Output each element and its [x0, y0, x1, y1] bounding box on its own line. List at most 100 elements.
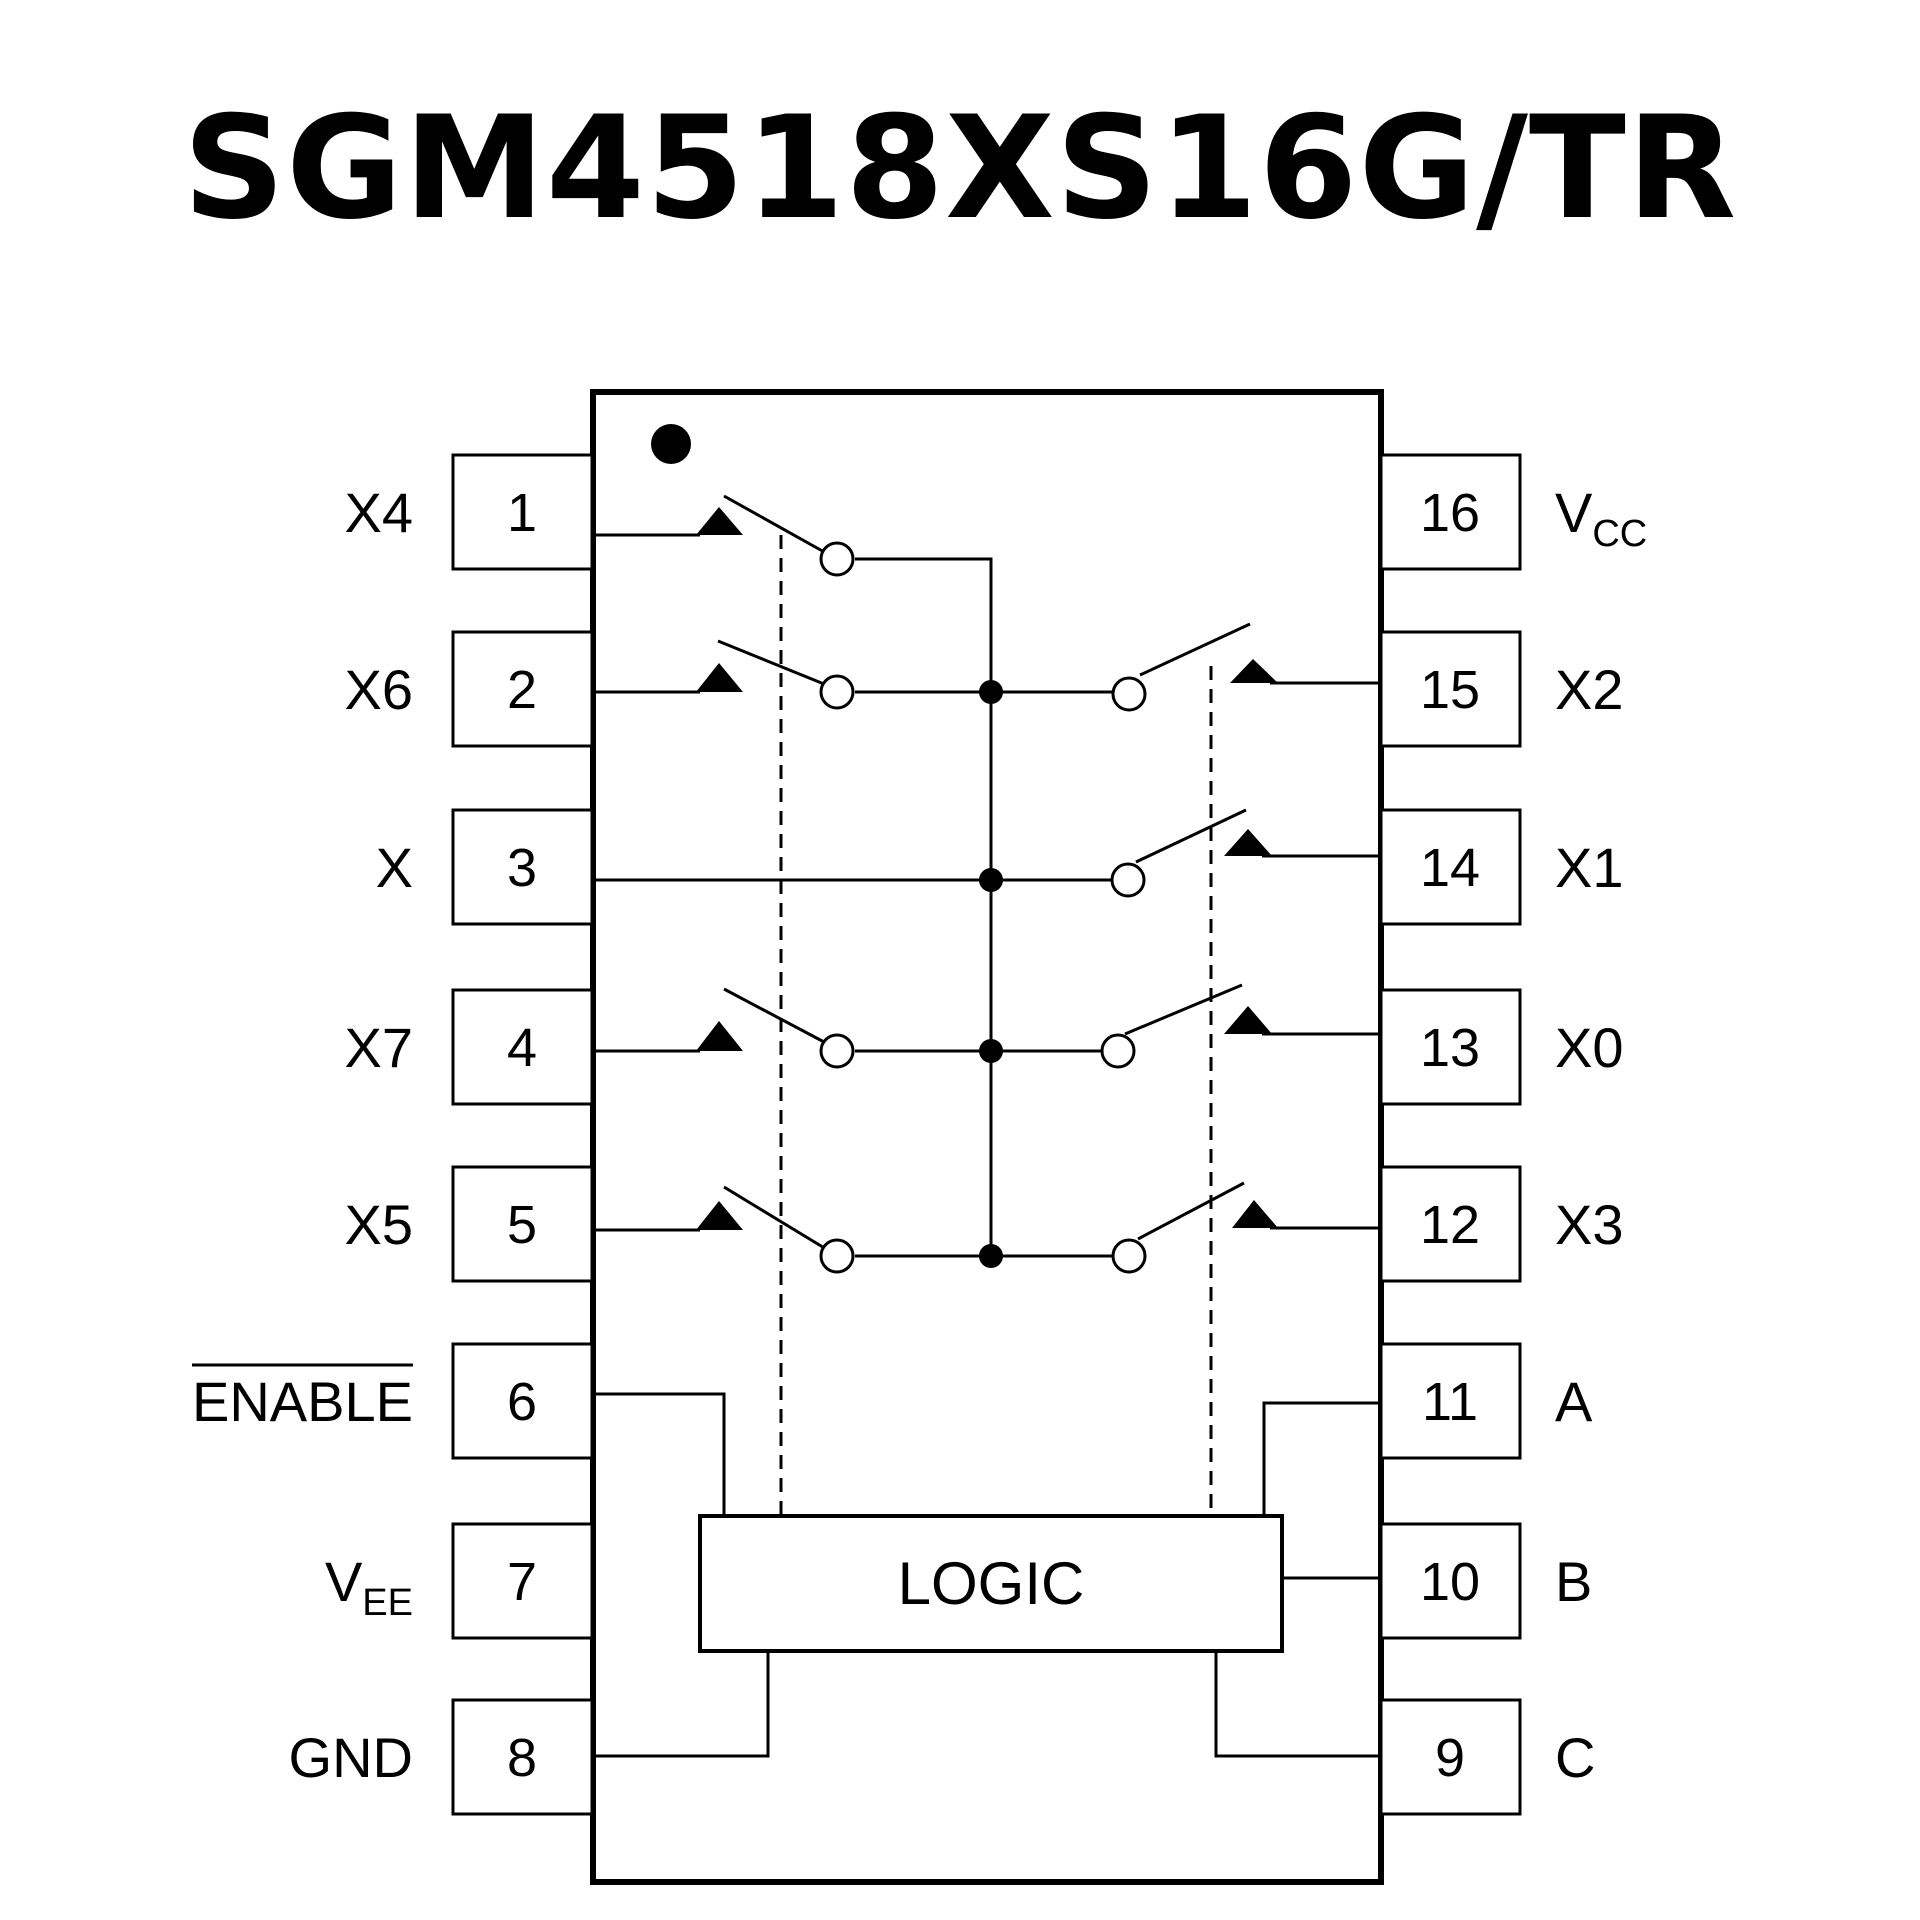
switch-hinge [1111, 676, 1147, 712]
pin-box [1379, 1698, 1522, 1816]
pin-name: X7 [345, 1016, 414, 1079]
pin-number: 7 [507, 1552, 537, 1612]
switch-hinge [1100, 1033, 1136, 1069]
switch-contact-icon [696, 507, 743, 535]
switch-x1 [1110, 808, 1272, 898]
switch-x3 [1111, 1181, 1278, 1274]
pin-number: 5 [507, 1195, 537, 1255]
pin-number: 1 [507, 483, 537, 543]
internal-wiring [596, 494, 1378, 1758]
pin-7: 7 VEE [325, 1522, 594, 1640]
switch-contact-icon [1224, 1006, 1272, 1034]
pin-10: 10 B [1379, 1522, 1592, 1640]
pin-15: 15 X2 [1379, 630, 1624, 748]
switch-contact-icon [696, 663, 743, 692]
pin-name-main: X0 [1555, 1016, 1624, 1079]
pin-name-main: X1 [1555, 836, 1624, 899]
pin-number: 16 [1420, 483, 1480, 543]
a-input-wire [1262, 1401, 1378, 1516]
pin-name: C [1555, 1726, 1595, 1789]
pin-name-subscript: CC [1592, 513, 1647, 555]
pin-name: X6 [345, 658, 414, 721]
pin-box [451, 1698, 594, 1816]
pin-name-subscript: EE [362, 1582, 413, 1624]
switch-arm [723, 1185, 827, 1251]
pin-6: 6 ENABLE [192, 1342, 594, 1460]
switch-x2 [1111, 622, 1278, 712]
switch-x0 [1100, 983, 1272, 1069]
pin-number: 15 [1420, 660, 1480, 720]
pin-name-main: X7 [345, 1016, 414, 1079]
pin-name: VCC [1555, 481, 1647, 555]
switch-contact-icon [1232, 1200, 1278, 1228]
switch-arm [1124, 983, 1243, 1036]
pin-name-main: X2 [1555, 658, 1624, 721]
pin-number: 12 [1420, 1195, 1480, 1255]
switch-arm [723, 987, 827, 1045]
pin1-orientation-dot [651, 424, 691, 464]
pin-box [451, 1522, 594, 1640]
pin-name-main: V [1555, 481, 1593, 544]
pin-name-main: X6 [345, 658, 414, 721]
pin-number: 8 [507, 1728, 537, 1788]
pin-1: 1 X4 [345, 453, 594, 571]
pin-12: 12 X3 [1379, 1165, 1624, 1283]
logic-block [698, 1514, 1284, 1653]
pin-name: VEE [325, 1550, 413, 1624]
pin-box [1379, 1522, 1522, 1640]
switch-x7 [696, 987, 855, 1069]
switch-x5 [696, 1185, 855, 1274]
pin-box [1379, 1165, 1522, 1283]
pin-name-main: X3 [1555, 1193, 1624, 1256]
switch-contact-icon [696, 1021, 743, 1051]
pin-box [451, 808, 594, 926]
pin-number: 6 [507, 1372, 537, 1432]
pin-number: 13 [1420, 1018, 1480, 1078]
pin-name: X0 [1555, 1016, 1624, 1079]
pin-name-main: X5 [345, 1193, 414, 1256]
pin-box [451, 630, 594, 748]
junction-dot [979, 1039, 1003, 1063]
pin-name-main: GND [289, 1726, 413, 1789]
pin-4: 4 X7 [345, 988, 594, 1106]
switch-contact-icon [1230, 659, 1278, 683]
pin-box [1379, 630, 1522, 748]
pin-name: X3 [1555, 1193, 1624, 1256]
common-bus-top [855, 557, 993, 1256]
pin-box [451, 453, 594, 571]
switch-arm [1139, 622, 1251, 677]
switch-x6 [696, 639, 855, 710]
switch-arm [1137, 1181, 1245, 1241]
gnd-wire [596, 1651, 770, 1758]
pin-name: X4 [345, 481, 414, 544]
pin-number: 3 [507, 838, 537, 898]
junction-dot [979, 680, 1003, 704]
pin-number: 10 [1420, 1552, 1480, 1612]
pin-5: 5 X5 [345, 1165, 594, 1283]
pin-name-main: ENABLE [192, 1370, 413, 1433]
pin-name: ENABLE [192, 1370, 413, 1433]
pin-name: X [376, 836, 413, 899]
pin-8: 8 GND [289, 1698, 594, 1816]
pin-name: X2 [1555, 658, 1624, 721]
pin-box [1379, 988, 1522, 1106]
switch-x4 [696, 494, 855, 577]
pin-name: B [1555, 1550, 1592, 1613]
pin-box [1379, 1342, 1522, 1460]
pin-number: 11 [1422, 1372, 1478, 1432]
switch-contact-icon [696, 1201, 743, 1230]
pin-name: GND [289, 1726, 413, 1789]
pin-name-main: V [325, 1550, 363, 1613]
logic-block-label: LOGIC [898, 1550, 1085, 1617]
chip-body [590, 389, 1384, 1885]
pin-number: 4 [507, 1018, 537, 1078]
pin-16: 16 VCC [1379, 453, 1647, 571]
pin-name-main: B [1555, 1550, 1592, 1613]
pin-name: X5 [345, 1193, 414, 1256]
switch-hinge [819, 541, 855, 577]
pin-name-main: A [1555, 1370, 1593, 1433]
